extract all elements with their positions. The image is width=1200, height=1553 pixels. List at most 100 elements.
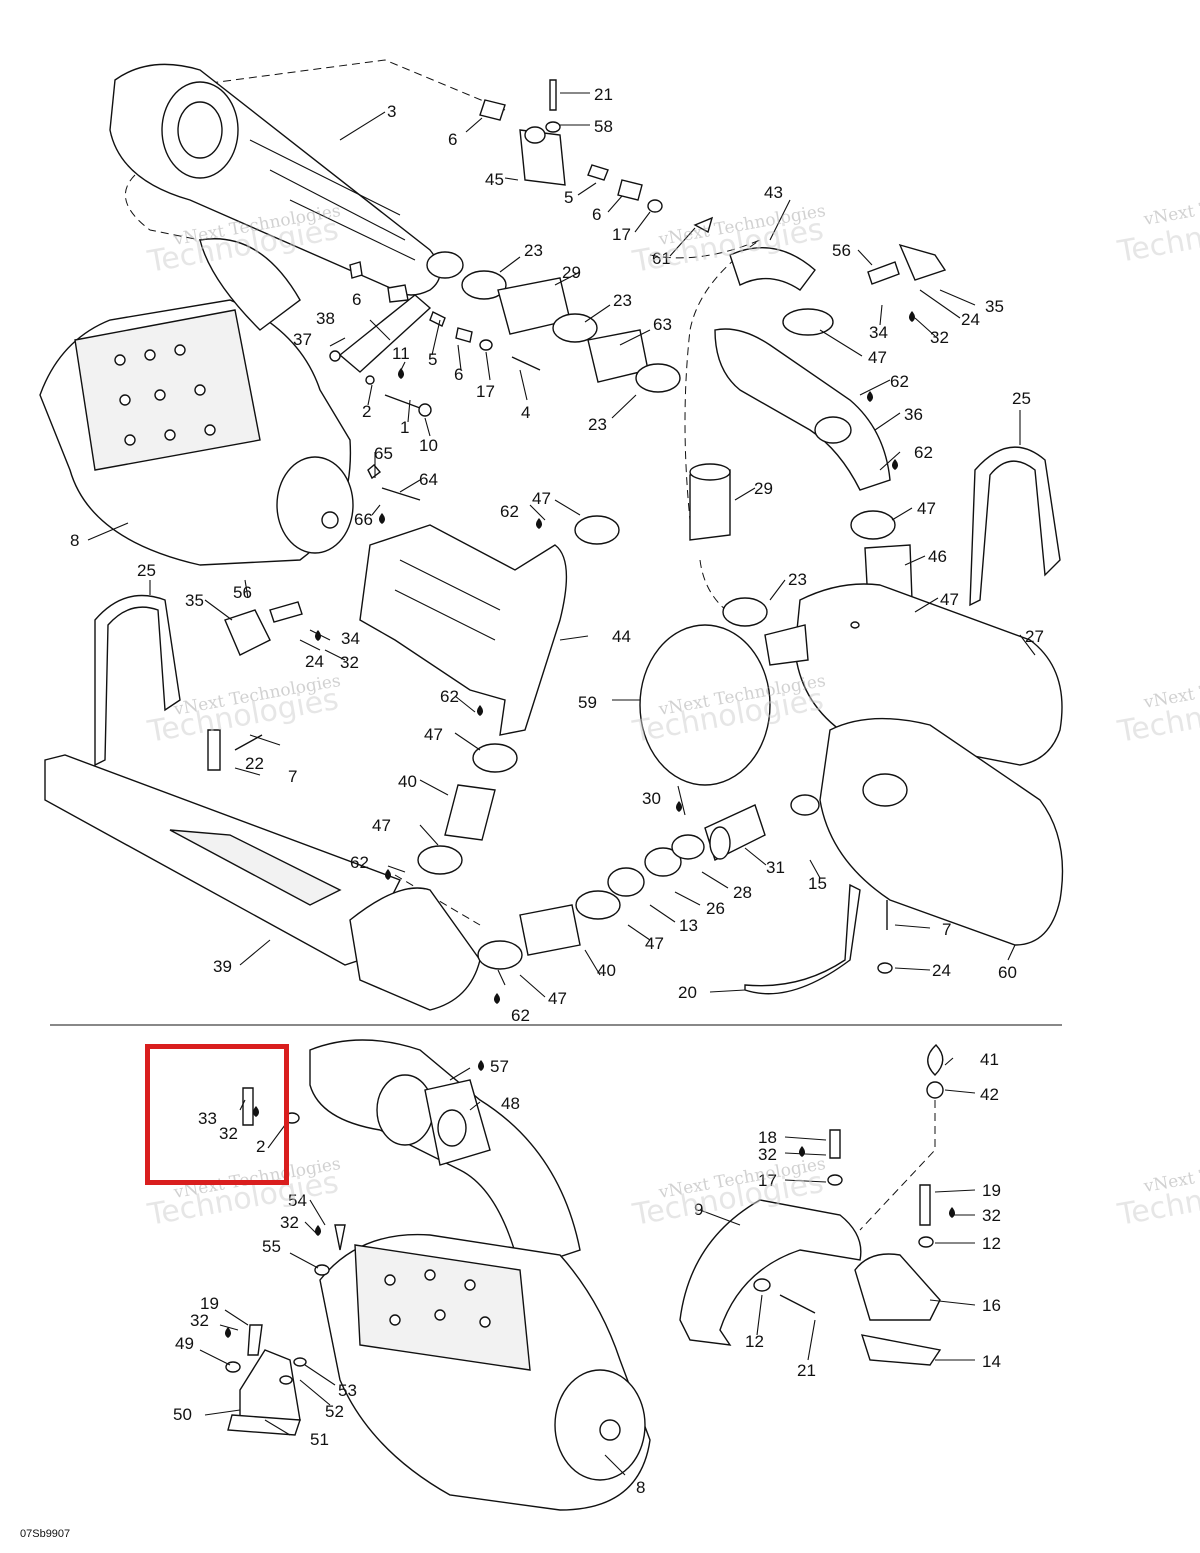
callout-4: 4 bbox=[521, 403, 530, 422]
callout-3: 3 bbox=[387, 102, 396, 121]
lubricant-drop-icon bbox=[253, 1106, 259, 1117]
callout-47: 47 bbox=[548, 989, 567, 1008]
lubricant-drop-icon bbox=[315, 630, 321, 641]
callout-6: 6 bbox=[454, 365, 463, 384]
callout-58: 58 bbox=[594, 117, 613, 136]
callout-17: 17 bbox=[476, 382, 495, 401]
callout-47: 47 bbox=[940, 590, 959, 609]
callout-2: 2 bbox=[362, 402, 371, 421]
callout-32: 32 bbox=[219, 1124, 238, 1143]
tuned-pipe bbox=[109, 63, 464, 296]
callout-47: 47 bbox=[645, 934, 664, 953]
callout-23: 23 bbox=[588, 415, 607, 434]
callout-30: 30 bbox=[642, 789, 661, 808]
highlight-box bbox=[145, 1044, 289, 1185]
lower-engine-assembly bbox=[199, 1039, 976, 1511]
upper-exhaust-assembly bbox=[39, 59, 1064, 1011]
hull-section bbox=[44, 754, 766, 1011]
callout-62: 62 bbox=[914, 443, 933, 462]
callout-32: 32 bbox=[982, 1206, 1001, 1225]
fitting-35-right bbox=[898, 243, 947, 281]
callout-59: 59 bbox=[578, 693, 597, 712]
callout-34: 34 bbox=[869, 323, 888, 342]
callout-38: 38 bbox=[316, 309, 335, 328]
callout-62: 62 bbox=[500, 502, 519, 521]
callout-1: 1 bbox=[400, 418, 409, 437]
callout-2: 2 bbox=[256, 1137, 265, 1156]
callout-6: 6 bbox=[448, 130, 457, 149]
callout-6: 6 bbox=[592, 205, 601, 224]
y-pipe-assembly bbox=[714, 247, 931, 681]
callout-34: 34 bbox=[341, 629, 360, 648]
lubricant-drop-icon bbox=[478, 1060, 484, 1071]
callout-45: 45 bbox=[485, 170, 504, 189]
callout-26: 26 bbox=[706, 899, 725, 918]
callout-21: 21 bbox=[797, 1361, 816, 1380]
callout-41: 41 bbox=[980, 1050, 999, 1069]
lubricant-drop-icon bbox=[892, 459, 898, 470]
callout-47: 47 bbox=[424, 725, 443, 744]
callout-22: 22 bbox=[245, 754, 264, 773]
callout-62: 62 bbox=[890, 372, 909, 391]
callout-57: 57 bbox=[490, 1057, 509, 1076]
lubricant-drop-icon bbox=[225, 1327, 231, 1338]
callout-18: 18 bbox=[758, 1128, 777, 1147]
couplers-and-clamps-top bbox=[461, 270, 768, 627]
callout-25: 25 bbox=[1012, 389, 1031, 408]
callout-5: 5 bbox=[428, 350, 437, 369]
callout-35: 35 bbox=[985, 297, 1004, 316]
callout-15: 15 bbox=[808, 874, 827, 893]
callout-33: 33 bbox=[198, 1109, 217, 1128]
callout-19: 19 bbox=[982, 1181, 1001, 1200]
support-bracket bbox=[744, 883, 861, 995]
callout-29: 29 bbox=[562, 263, 581, 282]
callout-23: 23 bbox=[524, 241, 543, 260]
callout-6: 6 bbox=[352, 290, 361, 309]
exhaust-manifold-pipe bbox=[359, 515, 620, 875]
resonator bbox=[639, 624, 1064, 946]
callout-44: 44 bbox=[612, 627, 631, 646]
callout-24: 24 bbox=[961, 310, 980, 329]
callout-50: 50 bbox=[173, 1405, 192, 1424]
engine-top bbox=[39, 238, 354, 566]
callout-36: 36 bbox=[904, 405, 923, 424]
callout-55: 55 bbox=[262, 1237, 281, 1256]
lubricant-drop-icon bbox=[385, 869, 391, 880]
callout-7: 7 bbox=[942, 920, 951, 939]
callout-5: 5 bbox=[564, 188, 573, 207]
callout-32: 32 bbox=[930, 328, 949, 347]
callout-13: 13 bbox=[679, 916, 698, 935]
washer-24-right bbox=[877, 962, 893, 974]
fitting-56-left bbox=[269, 601, 303, 623]
callout-47: 47 bbox=[372, 816, 391, 835]
diagram-code: 07Sb9907 bbox=[20, 1528, 71, 1540]
callout-51: 51 bbox=[310, 1430, 329, 1449]
callout-64: 64 bbox=[419, 470, 438, 489]
upper-bracket-parts bbox=[329, 79, 714, 501]
lubricant-drop-icon bbox=[676, 801, 682, 812]
lubricant-drop-icon bbox=[494, 993, 500, 1004]
callout-10: 10 bbox=[419, 436, 438, 455]
callout-62: 62 bbox=[440, 687, 459, 706]
lubricant-drop-icon bbox=[398, 368, 404, 379]
callout-40: 40 bbox=[398, 772, 417, 791]
callout-27: 27 bbox=[1025, 627, 1044, 646]
callout-47: 47 bbox=[917, 499, 936, 518]
callout-61: 61 bbox=[652, 249, 671, 268]
callout-31: 31 bbox=[766, 858, 785, 877]
callout-21: 21 bbox=[594, 85, 613, 104]
lubricant-drop-icon bbox=[315, 1225, 321, 1236]
callout-40: 40 bbox=[597, 961, 616, 980]
callout-17: 17 bbox=[758, 1171, 777, 1190]
strap-left bbox=[94, 594, 181, 767]
callout-24: 24 bbox=[305, 652, 324, 671]
callout-66: 66 bbox=[354, 510, 373, 529]
callout-32: 32 bbox=[340, 653, 359, 672]
callout-48: 48 bbox=[501, 1094, 520, 1113]
callout-56: 56 bbox=[832, 241, 851, 260]
callout-47: 47 bbox=[868, 348, 887, 367]
callout-46: 46 bbox=[928, 547, 947, 566]
lubricant-drop-icon bbox=[379, 513, 385, 524]
callout-14: 14 bbox=[982, 1352, 1001, 1371]
